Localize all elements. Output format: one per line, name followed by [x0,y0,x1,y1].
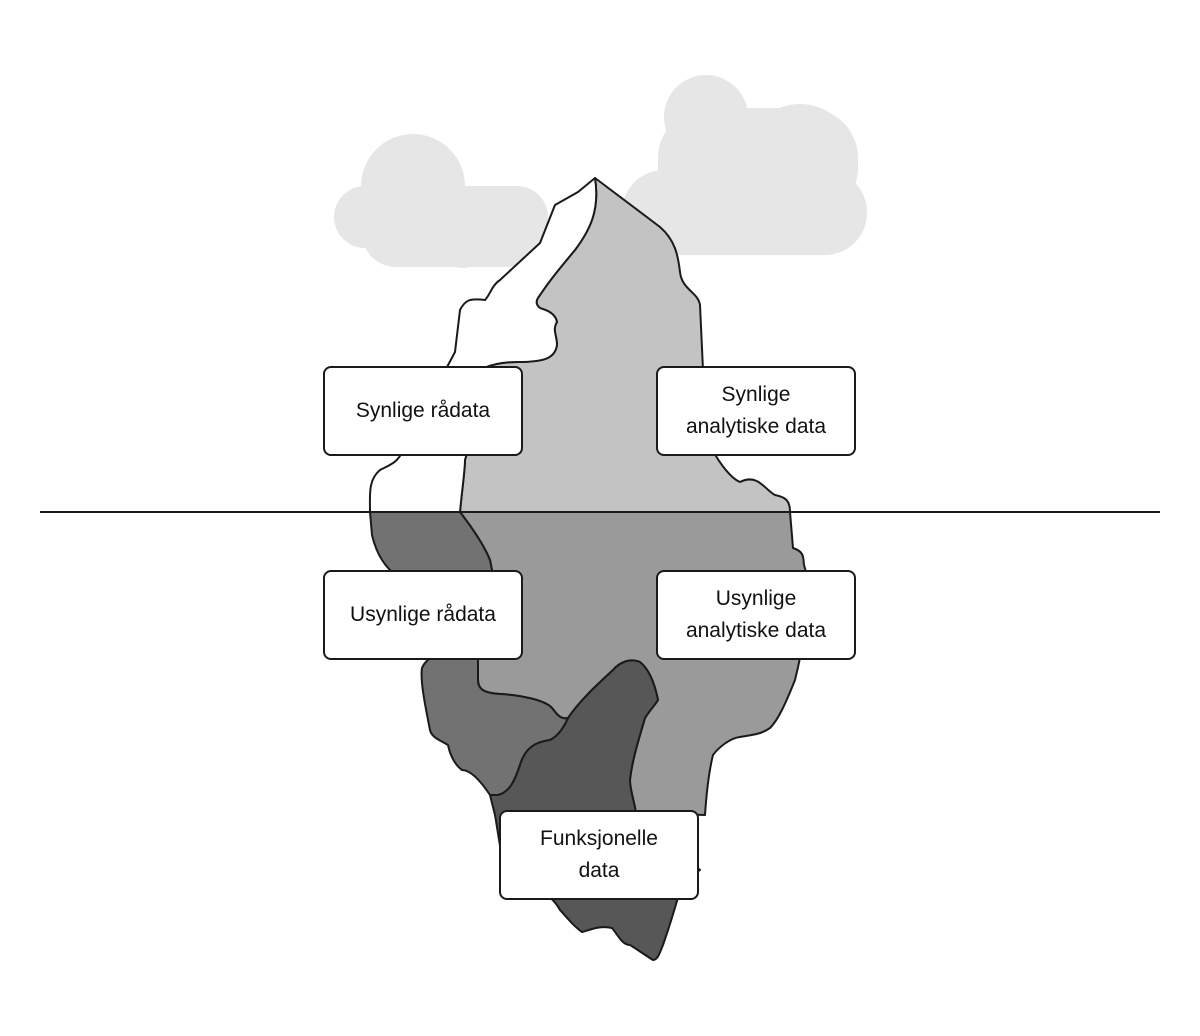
label-functional-data: Funksjonelle data [499,810,699,900]
cloud-right [622,75,867,255]
label-functional-data-line1: Funksjonelle [540,827,658,850]
label-visible-analytic-data: Synlige analytiske data [656,366,856,456]
label-visible-raw-data-line1: Synlige rådata [355,399,491,422]
cloud-left [334,134,548,268]
label-invisible-raw-data-line1: Usynlige rådata [350,603,496,626]
label-visible-raw-data: Synlige rådata [323,366,523,456]
label-visible-analytic-data-line1: Synlige [721,383,791,406]
label-functional-data-line2: data [578,859,620,882]
label-invisible-analytic-data: Usynlige analytiske data [656,570,856,660]
label-invisible-raw-data: Usynlige rådata [323,570,523,660]
label-visible-analytic-data-line2: analytiske data [685,415,827,438]
label-invisible-analytic-data-line2: analytiske data [685,619,827,642]
label-invisible-analytic-data-line1: Usynlige [715,587,797,610]
